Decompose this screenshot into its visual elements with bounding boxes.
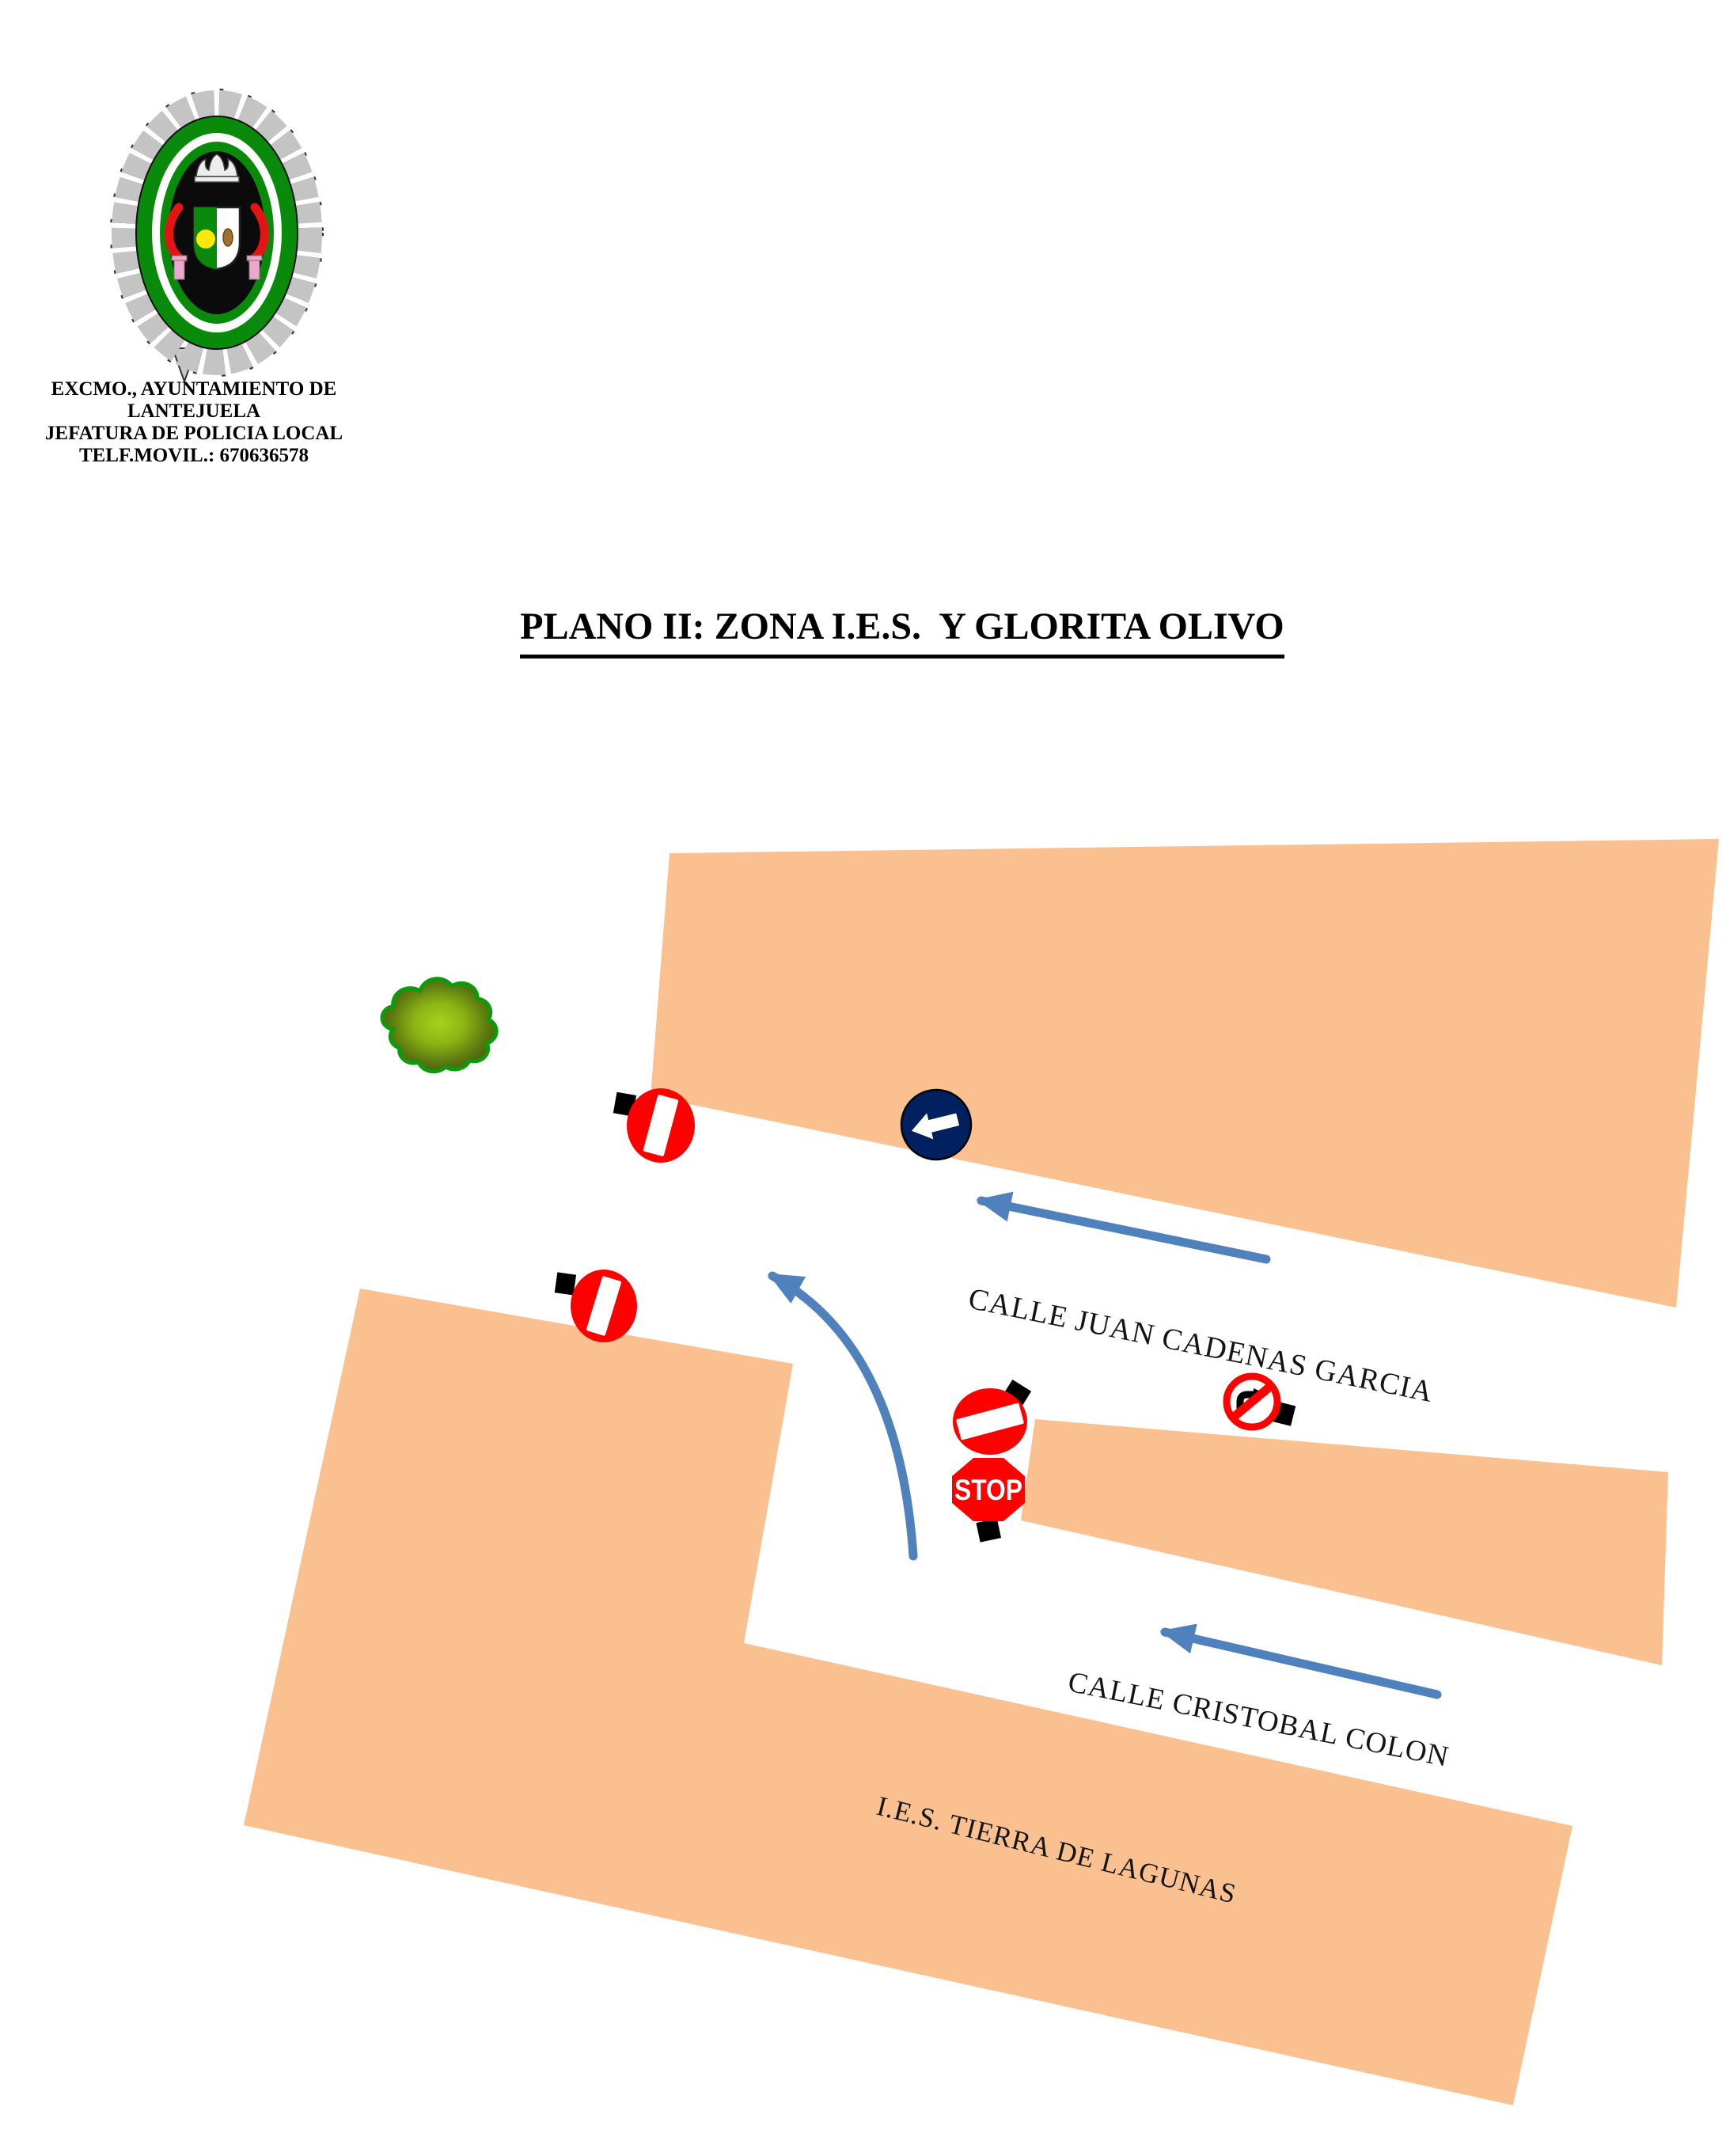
turn-arrow-icon bbox=[1236, 1391, 1255, 1414]
prohibition-slash-icon bbox=[1228, 1380, 1276, 1423]
stop-sign: STOP bbox=[952, 1458, 1025, 1543]
building-block-east bbox=[1021, 1419, 1668, 1665]
building-block-west-and-ies bbox=[244, 1289, 1572, 2105]
building-block-north bbox=[651, 839, 1719, 1308]
page-title: PLANO II: ZONA I.E.S. Y GLORITA OLIVO bbox=[520, 605, 1284, 659]
no-right-turn-sign bbox=[1223, 1372, 1296, 1431]
no-entry-bar-icon bbox=[956, 1403, 1024, 1440]
no-entry-bar-icon bbox=[643, 1095, 679, 1156]
no-entry-sign-southwest bbox=[554, 1270, 637, 1342]
badge-ribbons bbox=[165, 203, 269, 280]
olive-tree-icon bbox=[380, 977, 499, 1074]
badge-starburst bbox=[110, 89, 324, 384]
badge-crown-icon bbox=[194, 154, 240, 183]
stop-sign-label: STOP bbox=[954, 1474, 1022, 1506]
letterhead: EXCMO., AYUNTAMIENTO DE LANTEJUELA JEFAT… bbox=[11, 378, 377, 467]
direction-arrow-curved-turn bbox=[768, 1271, 918, 1561]
org-phone: TELF.MOVIL.: 670636578 bbox=[78, 445, 309, 466]
no-entry-sign-west bbox=[613, 1088, 695, 1163]
police-badge-logo bbox=[110, 89, 324, 384]
org-department: JEFATURA DE POLICIA LOCAL bbox=[44, 423, 343, 444]
sign-bracket-icon bbox=[554, 1272, 577, 1296]
one-way-arrow-icon bbox=[911, 1113, 960, 1140]
direction-arrow-juan-cadenas bbox=[976, 1191, 1271, 1264]
shield-bird-icon bbox=[222, 228, 233, 247]
sign-bracket-icon bbox=[976, 1518, 1002, 1543]
direction-arrow-cristobal-colon bbox=[1159, 1623, 1442, 1699]
title-row: PLANO II: ZONA I.E.S. Y GLORITA OLIVO bbox=[475, 605, 1330, 659]
no-entry-sign-junction bbox=[953, 1379, 1032, 1455]
org-name: EXCMO., AYUNTAMIENTO DE LANTEJUELA bbox=[51, 378, 337, 422]
no-entry-bar-icon bbox=[586, 1276, 621, 1336]
badge-shield bbox=[192, 206, 241, 271]
street-label-juan-cadenas: CALLE JUAN CADENAS GARCIA bbox=[965, 1282, 1436, 1409]
one-way-left-sign bbox=[900, 1088, 973, 1161]
shield-sun-icon bbox=[196, 230, 215, 249]
